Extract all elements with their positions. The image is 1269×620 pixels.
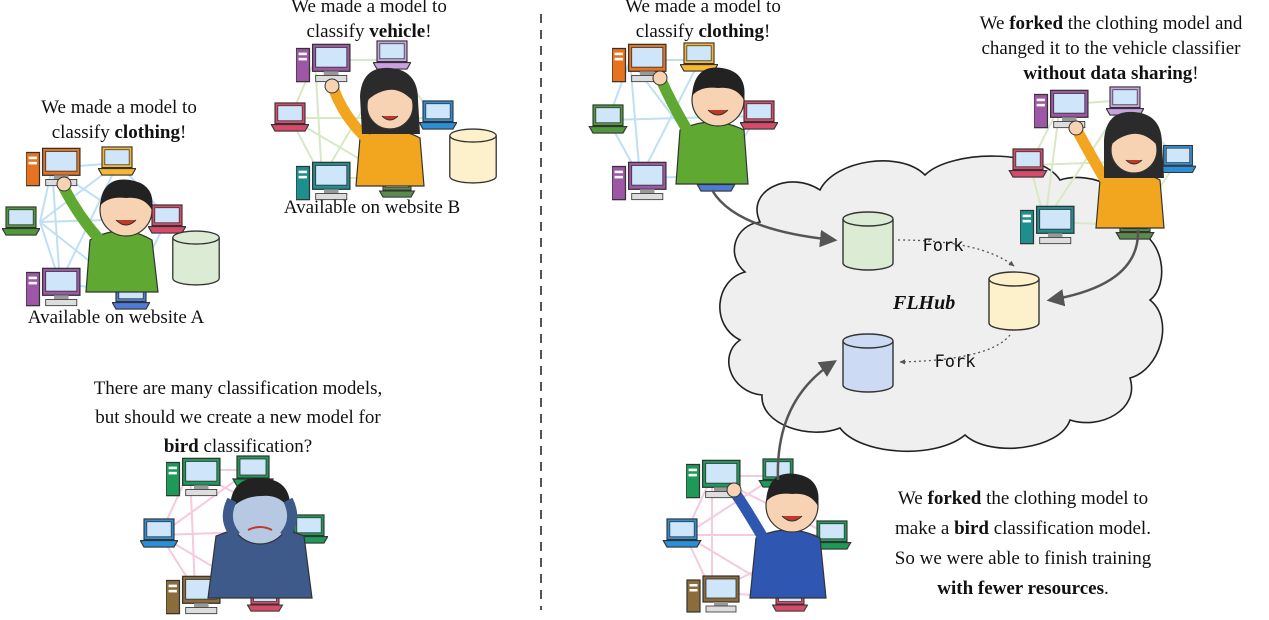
caption-line: We made a model to <box>291 0 447 17</box>
caption-line: bird classification? <box>163 436 313 457</box>
laptop-icon <box>740 100 778 130</box>
desktop-icon <box>166 457 221 497</box>
desktop-icon <box>296 43 351 83</box>
hub-database-vehicle <box>988 271 1040 331</box>
person-bird-right <box>726 473 827 599</box>
person-clothing-right <box>652 67 749 185</box>
person-vehicle-right <box>1068 111 1165 229</box>
laptop-icon <box>1160 144 1196 174</box>
bird-network-left <box>140 455 328 615</box>
vehicle-network-left <box>271 40 497 201</box>
caption-line: classify clothing! <box>51 122 187 143</box>
desktop-icon <box>1020 205 1075 245</box>
caption-bird-fork: We forked the clothing model to make a b… <box>848 484 1198 604</box>
fork-label: Fork <box>922 236 964 256</box>
database-icon <box>172 230 220 286</box>
caption-line: There are many classification models, <box>93 378 383 399</box>
person-vehicle-left <box>324 67 425 187</box>
upload-arrow-clothing <box>710 189 838 248</box>
laptop-icon <box>140 518 178 548</box>
caption-clothing-left: We made a model to classify clothing! <box>14 95 224 145</box>
hub-database-clothing <box>842 211 894 271</box>
database-icon <box>449 128 497 184</box>
caption-clothing-right: We made a model to classify clothing! <box>598 0 808 44</box>
person-clothing-left <box>56 176 159 293</box>
desktop-icon <box>26 147 81 187</box>
caption-line: classify vehicle! <box>306 21 432 42</box>
caption-bird-question: There are many classification models, bu… <box>28 374 448 461</box>
caption-line: make a bird classification model. <box>895 518 1151 539</box>
laptop-icon <box>662 518 702 548</box>
desktop-icon <box>686 575 740 613</box>
fork-label: Fork <box>934 352 976 372</box>
caption-line: We made a model to <box>41 97 197 118</box>
download-arrow-vehicle <box>1046 229 1140 307</box>
caption-line: We forked the clothing model to <box>897 488 1149 509</box>
vehicle-network-right <box>1008 86 1196 245</box>
caption-line: So we were able to finish training <box>894 548 1152 569</box>
laptop-icon <box>98 146 136 176</box>
desktop-icon <box>612 161 667 201</box>
caption-line: without data sharing! <box>1023 63 1199 84</box>
availability-website-a: Available on website A <box>27 307 205 328</box>
desktop-icon <box>26 267 81 307</box>
caption-line: with fewer resources. <box>937 578 1109 599</box>
hub-database-bird <box>842 333 894 393</box>
clothing-network-left <box>2 146 220 310</box>
download-arrow-bird <box>776 360 837 481</box>
hub-name: FLHub <box>893 292 956 314</box>
caption-line: classify clothing! <box>635 21 771 42</box>
laptop-icon <box>419 100 457 130</box>
caption-line: but should we create a new model for <box>95 407 381 428</box>
laptop-icon <box>1008 148 1048 178</box>
laptop-icon <box>148 204 186 234</box>
laptop-icon <box>680 42 718 72</box>
bird-network-right <box>662 458 852 613</box>
clothing-network-right <box>588 42 778 201</box>
caption-line: We made a model to <box>625 0 781 17</box>
caption-line: changed it to the vehicle classifier <box>981 38 1241 59</box>
laptop-icon <box>588 104 628 134</box>
laptop-icon <box>373 40 411 70</box>
caption-line: We forked the clothing model and <box>979 13 1243 34</box>
laptop-icon <box>271 102 309 132</box>
fork-arrow-vehicle <box>897 239 1015 267</box>
person-bird-worried <box>207 477 313 599</box>
caption-vehicle-fork: We forked the clothing model and changed… <box>946 11 1269 86</box>
laptop-icon <box>1106 86 1144 116</box>
laptop-icon <box>2 206 40 236</box>
caption-vehicle-left: We made a model to classify vehicle! <box>264 0 474 44</box>
availability-website-b: Available on website B <box>283 197 461 218</box>
